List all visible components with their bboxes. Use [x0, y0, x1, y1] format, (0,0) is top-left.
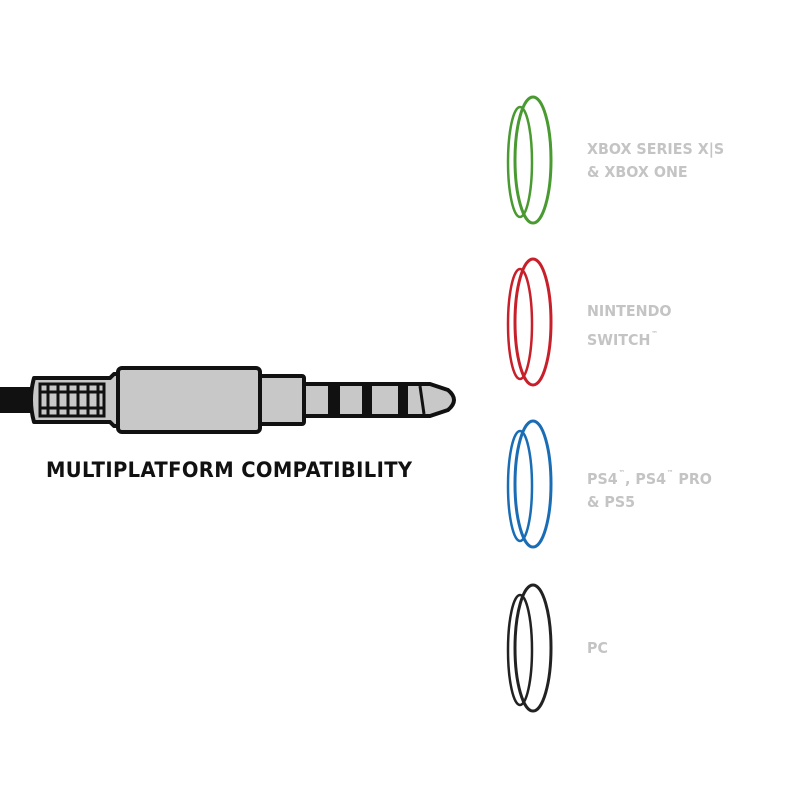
nintendo-line1: NINTENDO	[587, 302, 672, 320]
nintendo-ring-icon	[506, 257, 553, 387]
platform-nintendo: NINTENDO SWITCH™	[500, 254, 790, 394]
pc-line1: PC	[587, 639, 608, 657]
platform-pc: PC	[500, 580, 790, 720]
xbox-ring-icon	[506, 95, 553, 225]
platform-label-pc: PC	[587, 637, 608, 660]
trademark-symbol: ™	[651, 330, 658, 338]
ps-line1-sep: ,	[625, 470, 636, 488]
platform-xbox: XBOX SERIES X|S & XBOX ONE	[500, 92, 790, 232]
audio-jack-icon	[0, 366, 456, 434]
ps-line1-b: PS4	[635, 470, 667, 488]
platform-label-xbox: XBOX SERIES X|S & XBOX ONE	[587, 138, 724, 184]
nintendo-line2: SWITCH	[587, 331, 651, 349]
trademark-symbol: ™	[618, 469, 626, 477]
platform-label-playstation: PS4™, PS4™ PRO & PS5	[587, 462, 712, 514]
xbox-line2: & XBOX ONE	[587, 163, 688, 181]
ps-line1-c: PRO	[673, 470, 712, 488]
platform-label-nintendo: NINTENDO SWITCH™	[587, 300, 672, 352]
trademark-symbol: ™	[666, 469, 674, 477]
ps-line2: & PS5	[587, 493, 636, 511]
playstation-ring-icon	[506, 419, 553, 549]
platform-playstation: PS4™, PS4™ PRO & PS5	[500, 416, 790, 556]
ps-line1-a: PS4	[587, 470, 618, 488]
xbox-line1: XBOX SERIES X|S	[587, 140, 725, 158]
headline: MULTIPLATFORM COMPATIBILITY	[46, 458, 413, 482]
pc-ring-icon	[506, 583, 553, 713]
